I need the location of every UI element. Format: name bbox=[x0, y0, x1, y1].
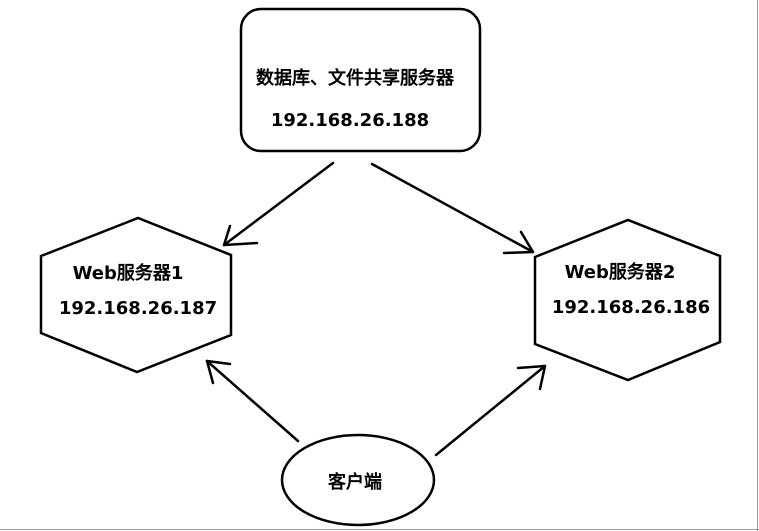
arrow-db-to-web2-shaft bbox=[370, 162, 535, 254]
web-server-2-node: Web服务器2 192.168.26.186 bbox=[533, 218, 722, 382]
web-server-2-name: Web服务器2 bbox=[565, 261, 676, 283]
db-server-name: 数据库、文件共享服务器 bbox=[256, 67, 455, 89]
web-server-2-hexagon bbox=[533, 218, 722, 382]
arrow-db-to-web1 bbox=[222, 161, 335, 247]
arrow-db-to-web1-shaft bbox=[222, 161, 335, 247]
arrow-client-to-web2-head bbox=[516, 364, 547, 391]
arrow-client-to-web1-head bbox=[205, 359, 232, 385]
web-server-1-hexagon bbox=[39, 216, 233, 374]
db-server-box bbox=[239, 7, 482, 153]
web-server-2-ip: 192.168.26.186 bbox=[552, 297, 710, 318]
arrow-client-to-web2 bbox=[434, 364, 547, 457]
arrow-client-to-web2-shaft bbox=[434, 364, 547, 457]
client-name: 客户端 bbox=[328, 471, 382, 493]
web-server-1-ip: 192.168.26.187 bbox=[59, 298, 217, 319]
db-server-node: 数据库、文件共享服务器 192.168.26.188 bbox=[239, 7, 482, 153]
arrow-client-to-web1-shaft bbox=[205, 359, 300, 443]
arrow-db-to-web2-head bbox=[502, 230, 535, 255]
client-ellipse bbox=[280, 433, 436, 527]
db-server-ip: 192.168.26.188 bbox=[271, 110, 429, 131]
web-server-1-name: Web服务器1 bbox=[73, 262, 184, 284]
web-server-1-node: Web服务器1 192.168.26.187 bbox=[39, 216, 233, 374]
arrow-db-to-web2 bbox=[370, 162, 535, 255]
arrow-client-to-web1 bbox=[205, 359, 300, 443]
arrow-db-to-web1-head bbox=[222, 224, 259, 247]
client-node: 客户端 bbox=[280, 433, 436, 527]
